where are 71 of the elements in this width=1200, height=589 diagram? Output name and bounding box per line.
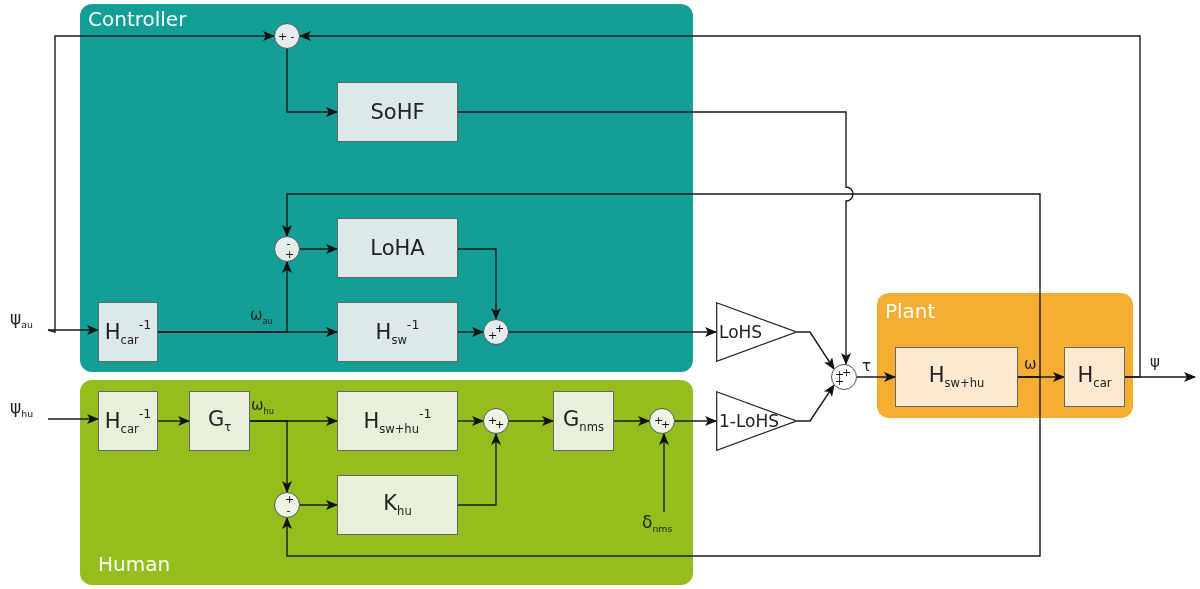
sum-sign: +: [661, 419, 668, 430]
signal-arrow: [299, 500, 338, 510]
summing-junction: [274, 23, 300, 49]
summing-junction: [483, 319, 509, 345]
summing-junction: [274, 236, 300, 262]
sum-sign: +: [654, 415, 661, 426]
signal-arrow: [457, 416, 484, 426]
sum-sign: +: [285, 249, 292, 260]
signal-label: ω$_{au}$: [250, 307, 273, 328]
signal-arrow: [299, 31, 1141, 378]
signal-label: ψ$_{au}$: [10, 308, 50, 332]
signal-arrow: [47, 325, 99, 335]
sum-sign: +: [842, 367, 849, 378]
signal-arrow: [47, 31, 275, 333]
sum-sign: -: [289, 31, 296, 42]
group-panel: [80, 380, 693, 585]
signal-arrow: [457, 248, 501, 320]
summing-junction: [483, 408, 509, 434]
sum-sign: +: [285, 494, 292, 505]
signal-label: ω$_{hu}$: [251, 397, 275, 418]
sum-sign: -: [285, 238, 292, 249]
signal-arrow: [457, 433, 501, 506]
transfer-block: K$_{hu}$: [337, 475, 458, 535]
signal-arrow: [249, 420, 292, 493]
signal-arrow: [299, 244, 338, 254]
signal-arrow: [282, 193, 1041, 378]
panel-title: Plant: [885, 299, 936, 323]
signal-label: ω: [1024, 356, 1037, 372]
signal-arrow: [856, 372, 896, 382]
signal-arrow: [796, 384, 835, 422]
signal-arrow: [47, 414, 99, 424]
summing-junction: [649, 408, 675, 434]
signal-arrow: [457, 111, 854, 365]
signal-label: ψ$_{hu}$: [10, 397, 50, 421]
signal-arrow: [659, 433, 669, 513]
gain-label: LoHS: [719, 322, 763, 342]
summing-junction: [274, 492, 300, 518]
signal-arrow: [157, 416, 190, 426]
gain-triangle: [716, 302, 797, 362]
gain-triangle: [716, 391, 797, 451]
sum-sign: +: [488, 415, 495, 426]
sum-sign: +: [495, 419, 502, 430]
signal-arrow: [796, 331, 835, 370]
transfer-block: H$_{car}$: [1064, 347, 1125, 407]
signal-arrow: [282, 376, 1041, 557]
transfer-block: H$_{sw+hu}$: [895, 347, 1018, 407]
panel-title: Controller: [88, 7, 187, 31]
signal-label: τ: [862, 358, 872, 374]
transfer-block: G$_{τ}$: [189, 391, 250, 451]
gain-label: 1-LoHS: [719, 411, 780, 431]
sum-sign: +: [278, 31, 285, 42]
transfer-block: SoHF: [337, 82, 458, 142]
signal-arrow: [1124, 372, 1196, 382]
panel-title: Human: [98, 552, 171, 576]
summing-junction: [831, 364, 857, 390]
group-panel: [877, 293, 1133, 418]
transfer-block: LoHA: [337, 218, 458, 278]
signal-arrow: [674, 416, 717, 426]
transfer-block: G$_{nms}$: [553, 391, 614, 451]
signal-arrow: [286, 48, 338, 117]
sum-sign: +: [488, 330, 495, 341]
signal-arrow: [508, 327, 717, 337]
group-panel: [80, 4, 693, 372]
sum-sign: -: [285, 505, 292, 516]
sum-sign: +: [495, 323, 502, 334]
signal-label: ψ: [1150, 354, 1160, 370]
signal-arrow: [157, 261, 292, 333]
signal-arrow: [457, 327, 484, 337]
signal-arrow: [508, 416, 554, 426]
signal-label: δ$_{nms}$: [642, 512, 686, 536]
signal-arrow: [613, 416, 650, 426]
